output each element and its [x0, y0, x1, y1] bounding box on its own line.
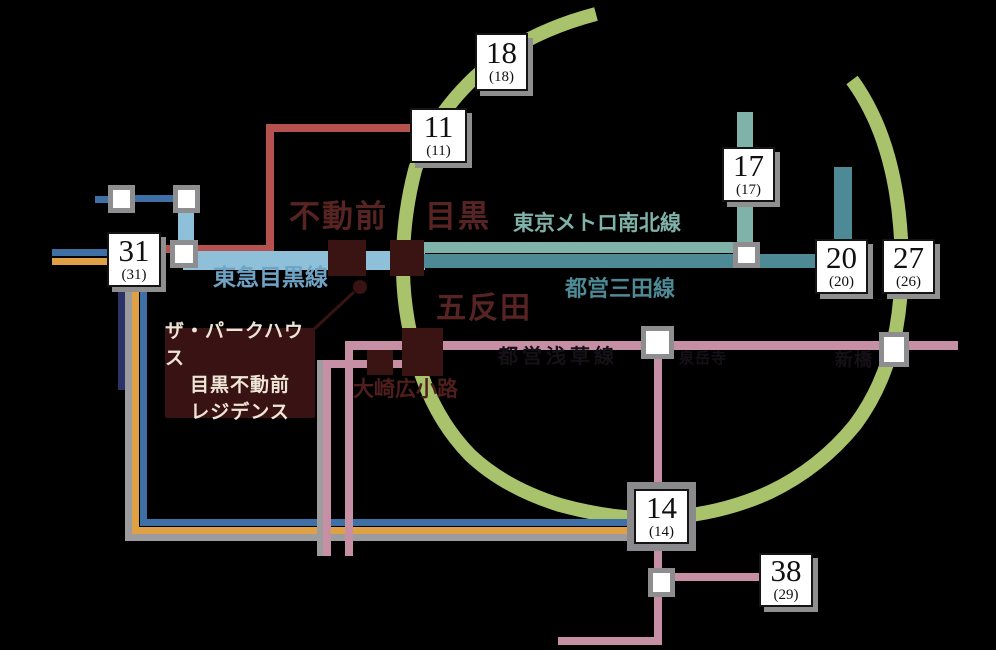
- keikyu-airport-branch: [675, 573, 760, 581]
- station-marker-sengakuji: [641, 326, 674, 359]
- asakusa-line-label: 都営浅草線: [498, 346, 618, 368]
- asakusa-line-branch-vertical: [345, 341, 353, 556]
- mita-line-label: 都営三田線: [565, 276, 676, 301]
- jr-orange-entry: [52, 258, 108, 265]
- fudomae-station-square: [328, 240, 366, 276]
- navy-line-vertical: [118, 287, 125, 390]
- callout-pointer-dot: [353, 280, 367, 294]
- time-box-20-minutes-alt: (20): [829, 273, 854, 290]
- time-box-20-minutes: 20: [826, 239, 857, 275]
- ikegami-line-vertical: [323, 360, 331, 556]
- jr-orange-vertical: [132, 287, 139, 534]
- jr-orange-horizontal: [132, 527, 630, 534]
- time-box-38: 38 (29): [759, 553, 813, 607]
- time-box-14: 14 (14): [634, 489, 689, 544]
- residence-callout: ザ・パークハウス 目黒不動前 レジデンス: [165, 321, 315, 423]
- jr-blue-horizontal: [140, 519, 630, 526]
- jr-blue-connector: [133, 195, 175, 202]
- time-box-14-minutes-alt: (14): [649, 523, 674, 540]
- time-box-31: 31 (31): [107, 232, 161, 287]
- namboku-line-label: 東京メトロ南北線: [513, 211, 681, 235]
- jr-blue-vertical: [140, 287, 147, 526]
- station-marker-kamata: [648, 568, 675, 597]
- time-box-17: 17 (17): [722, 147, 775, 202]
- time-box-18: 18 (18): [475, 33, 528, 91]
- sengakuji-station-label: 泉岳寺: [679, 351, 728, 367]
- time-box-38-minutes: 38: [770, 553, 802, 589]
- time-box-11-minutes-alt: (11): [426, 142, 451, 159]
- meguro-station-square: [390, 240, 424, 276]
- residence-callout-line2: 目黒不動前: [189, 375, 290, 396]
- time-box-17-minutes-alt: (17): [736, 181, 761, 198]
- namboku-line-horizontal: [424, 242, 737, 253]
- time-box-27-minutes-alt: (26): [896, 273, 921, 290]
- time-box-20: 20 (20): [815, 239, 868, 294]
- gotanda-station-label: 五反田: [436, 292, 532, 325]
- time-box-14-minutes: 14: [646, 489, 677, 525]
- residence-callout-line1: ザ・パークハウス: [165, 321, 305, 370]
- jr-gray-vertical: [125, 287, 132, 541]
- time-box-17-minutes: 17: [733, 147, 764, 183]
- keikyu-line-vertical-lower: [654, 597, 662, 645]
- meguro-station-label: 目黒: [425, 199, 491, 234]
- asakusa-line-left-segment: [345, 341, 405, 350]
- fudomae-station-label: 不動前: [289, 199, 388, 234]
- station-marker-c: [170, 240, 198, 268]
- meguro-line-vertical: [178, 210, 194, 242]
- residence-callout-line3: レジデンス: [190, 401, 290, 423]
- tokyu-meguro-line-label: 東急目黒線: [213, 265, 328, 290]
- time-box-38-minutes-alt: (29): [773, 587, 799, 604]
- station-marker-a: [108, 185, 135, 213]
- osaki-hirokoji-station-label: 大崎広小路: [353, 377, 458, 401]
- jr-blue-stub: [95, 196, 108, 203]
- callout-pointer-line: [310, 290, 356, 333]
- time-box-11-minutes: 11: [423, 108, 454, 144]
- ikegami-line-stub: [323, 360, 402, 368]
- osaki-hirokoji-station-square: [367, 350, 393, 375]
- mita-line-vertical: [834, 167, 852, 240]
- time-box-18-minutes: 18: [486, 35, 517, 71]
- time-box-27: 27 (26): [882, 239, 935, 294]
- jr-gray-horizontal: [125, 534, 630, 541]
- shimbashi-station-label: 新橋: [835, 350, 873, 370]
- station-marker-shirokane: [733, 242, 760, 268]
- time-box-31-minutes: 31: [118, 232, 150, 268]
- ikegami-line-shadow: [317, 360, 323, 556]
- jr-blue-entry: [52, 249, 108, 256]
- keikyu-line-bottom-horizontal: [558, 637, 658, 645]
- station-marker-b: [173, 185, 200, 213]
- time-box-18-minutes-alt: (18): [489, 69, 514, 86]
- station-marker-shimbashi: [879, 332, 909, 367]
- gotanda-station-square: [402, 328, 443, 376]
- time-box-27-minutes: 27: [893, 239, 924, 275]
- time-box-31-minutes-alt: (31): [121, 266, 147, 283]
- time-box-11: 11 (11): [410, 108, 467, 163]
